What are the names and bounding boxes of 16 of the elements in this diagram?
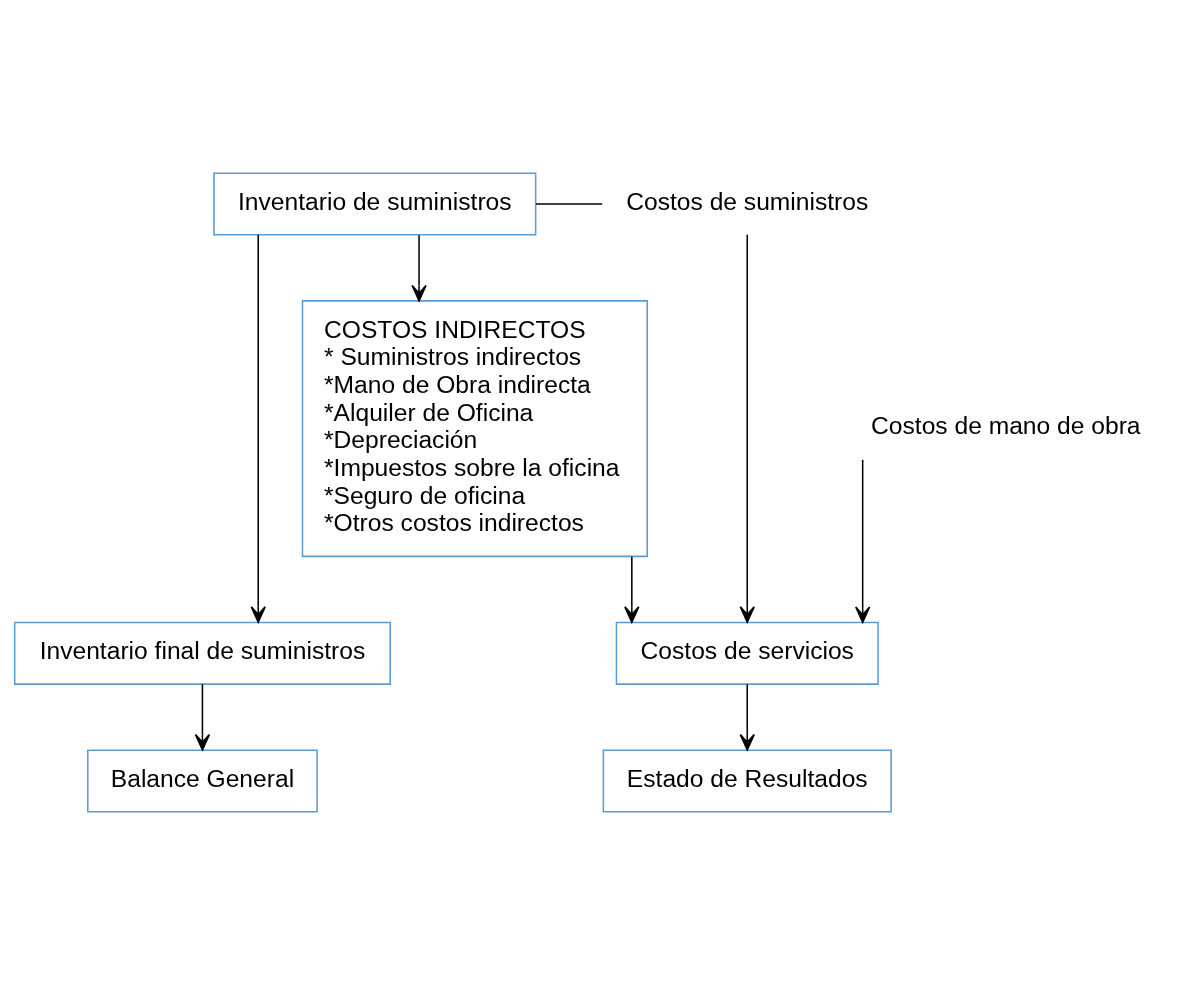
arrow [250,234,266,623]
node-box: Balance General [87,749,318,813]
arrow [855,459,871,624]
node-box: Estado de Resultados [602,749,892,813]
connector [535,203,603,205]
arrow [194,683,211,751]
arrow [739,683,755,751]
arrow [624,555,640,623]
node-box: Inventario de suministros [213,172,537,236]
node-box: Costos de servicios [615,621,879,685]
node-text: Costos de suministros [626,187,869,215]
node-text: Costos de mano de obra [871,412,1141,440]
arrow [411,234,427,302]
node-box: Inventario final de suministros [13,621,391,685]
arrow [739,234,755,623]
node-box: COSTOS INDIRECTOS * Suministros indirectos *Mano de Obra indirecta *Alquiler de Oficina *Depreciación *Impuestos sobre la oficina *Seguro de oficina *Otros costos indirectos [301,300,648,558]
